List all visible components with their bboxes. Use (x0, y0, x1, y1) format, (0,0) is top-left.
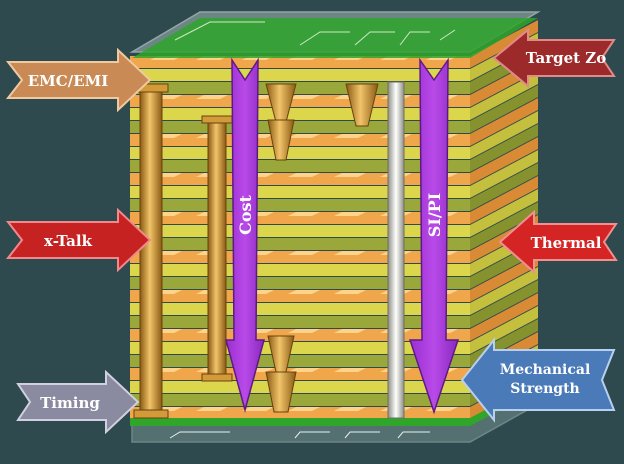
layer-front (130, 147, 470, 159)
trace-segment (288, 368, 320, 372)
layer-front (130, 238, 470, 250)
trace-segment (196, 95, 228, 99)
layer-side (470, 202, 538, 250)
layer-front (130, 277, 470, 289)
layer-front (130, 121, 470, 133)
layer-side (470, 306, 538, 354)
sipi-label: SI/PI (425, 193, 444, 237)
layer-side (470, 293, 538, 341)
mechanical-label-line2: Strength (510, 381, 579, 397)
trace-segment (288, 134, 320, 138)
layer-side (470, 176, 538, 224)
layer-front (130, 108, 470, 120)
layer-side (470, 111, 538, 159)
target-zo-arrow: Target Zo (492, 27, 616, 89)
via-silver (387, 81, 405, 419)
layer-side (470, 137, 538, 185)
trace-segment (334, 329, 366, 333)
layer-side (470, 280, 538, 328)
trace-segment (288, 329, 320, 333)
mechanical-label-line1: Mechanical (500, 362, 591, 378)
trace-segment (334, 251, 366, 255)
timing-arrow: Timing (16, 369, 140, 435)
trace-segment (334, 290, 366, 294)
layer-side (470, 72, 538, 120)
target-zo-label: Target Zo (526, 49, 607, 67)
trace-segment (288, 212, 320, 216)
trace-segment (334, 212, 366, 216)
layer-front (130, 381, 470, 393)
trace-segment (288, 407, 320, 411)
layer-front (130, 82, 470, 94)
thermal-arrow: Thermal (498, 209, 618, 275)
layer-side (470, 163, 538, 211)
top-board (129, 11, 541, 58)
layer-side (470, 150, 538, 198)
layer-front (130, 160, 470, 172)
thermal-label: Thermal (531, 234, 602, 252)
layer-side (470, 85, 538, 133)
trace-segment (334, 134, 366, 138)
layer-side (470, 254, 538, 302)
layer-front (130, 316, 470, 328)
cost-arrow: Cost (225, 57, 265, 413)
trace-segment (334, 368, 366, 372)
trace-segment (288, 173, 320, 177)
layer-side (470, 124, 538, 172)
trace-segment (242, 407, 274, 411)
layer-front (130, 303, 470, 315)
x-talk-label: x-Talk (44, 232, 93, 250)
mechanical-strength-arrow: Mechanical Strength (460, 337, 616, 423)
timing-label: Timing (40, 394, 100, 412)
trace-segment (288, 95, 320, 99)
trace-segment (196, 407, 228, 411)
x-talk-arrow: x-Talk (5, 207, 152, 273)
emc-emi-label: EMC/EMI (28, 72, 109, 90)
layer-front (130, 69, 470, 81)
trace-segment (288, 251, 320, 255)
layer-stack (130, 20, 538, 419)
layer-front (130, 186, 470, 198)
via-gold-left (133, 83, 169, 419)
blind-vias (265, 83, 379, 413)
cost-label: Cost (236, 194, 255, 234)
layer-side (470, 189, 538, 237)
layer-side (470, 98, 538, 146)
via-gold-inner (201, 115, 233, 382)
layer-front (130, 199, 470, 211)
sipi-arrow: SI/PI (408, 57, 460, 415)
layer-front (130, 264, 470, 276)
trace-segment (334, 407, 366, 411)
emc-emi-arrow: EMC/EMI (5, 47, 152, 113)
trace-segment (334, 173, 366, 177)
trace-segment (288, 290, 320, 294)
layer-front (130, 225, 470, 237)
layer-side (470, 20, 538, 68)
layer-front (130, 394, 470, 406)
layer-side (470, 267, 538, 315)
